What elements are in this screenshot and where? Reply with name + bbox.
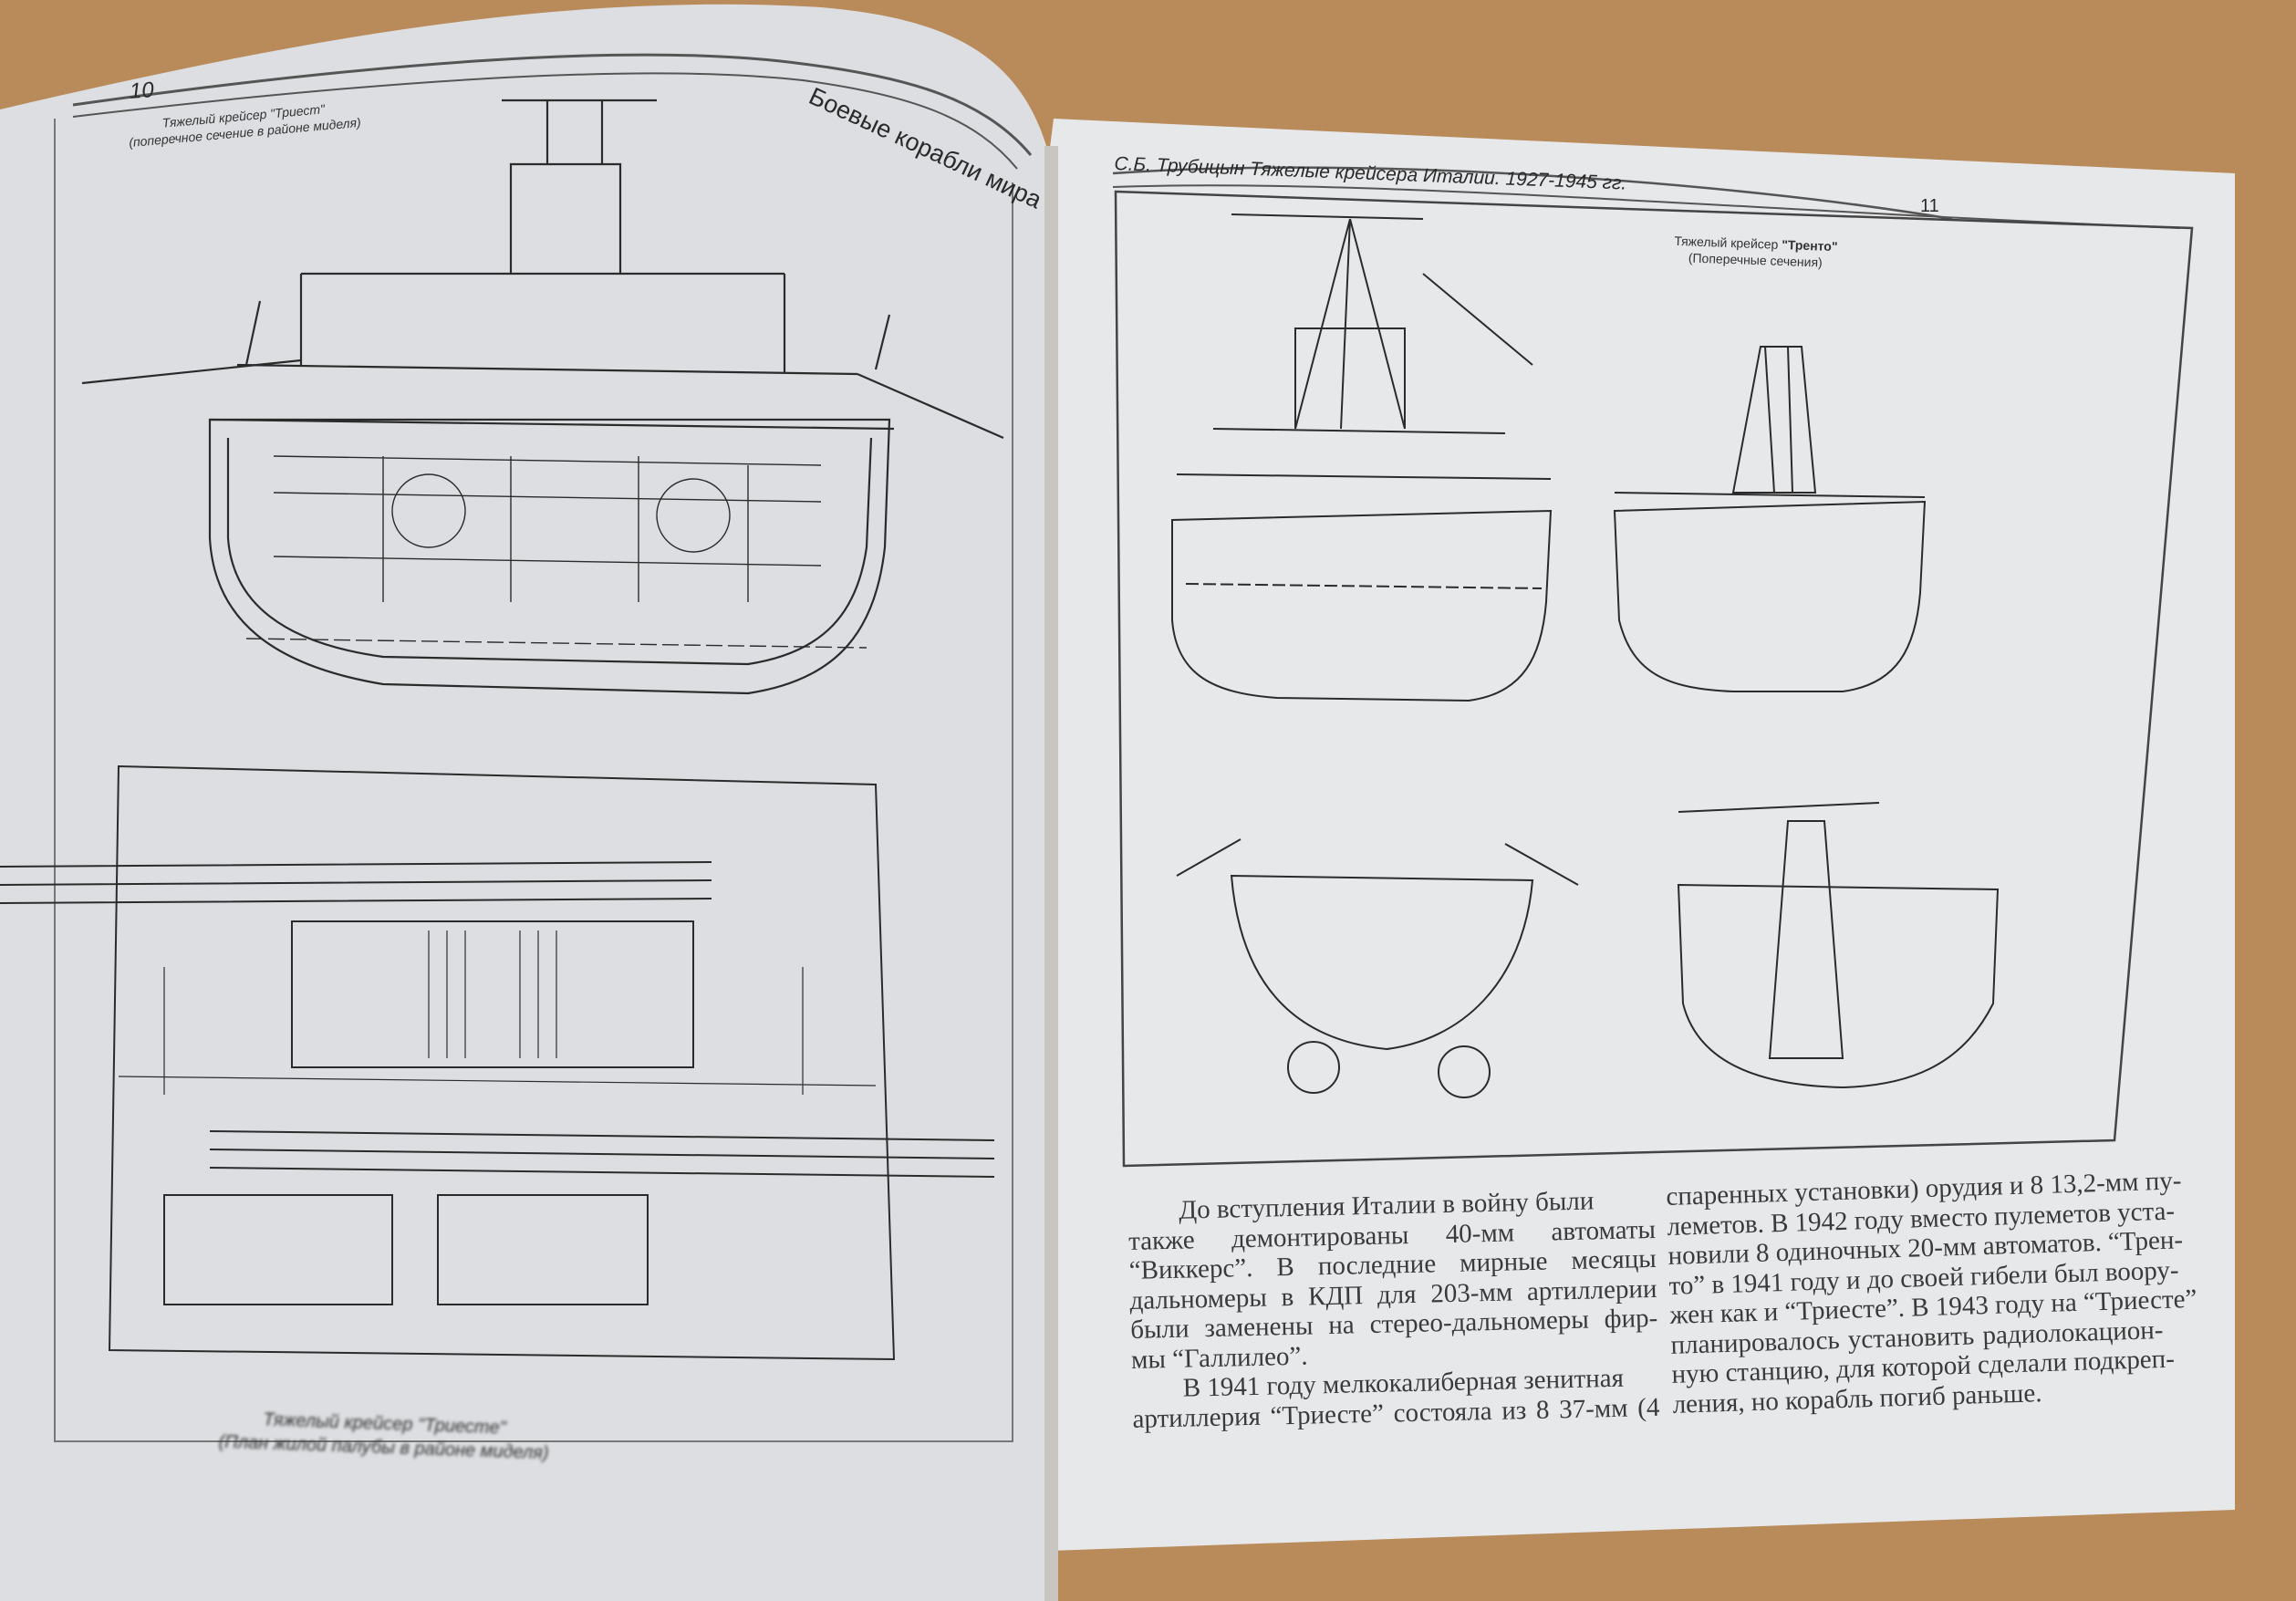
body-text-left-column: До вступления Италии в войну были также …: [1127, 1185, 1660, 1434]
right-page-number: 11: [1920, 196, 1939, 216]
trento-figure-caption: Тяжелый крейсер "Тренто" (Поперечные сеч…: [1673, 233, 1838, 271]
left-figure-frame: [54, 119, 1013, 1442]
left-page: [0, 4, 1049, 1601]
right-figure-frame: [1114, 190, 2194, 1168]
right-header-rule: [1112, 166, 1953, 221]
triest-cross-section-drawing: [81, 99, 1004, 695]
body-text-right-column: спаренных установки) орудия и 8 13,2-мм …: [1666, 1166, 2197, 1419]
trento-cross-sections-drawing: [1171, 213, 2000, 1098]
trento-caption-ship: "Тренто": [1781, 236, 1838, 255]
left-header-rule: [72, 53, 1033, 156]
left-header-rule-2: [72, 72, 1018, 170]
triest-deck-plan-drawing: [0, 764, 995, 1361]
right-header-rule-2: [1112, 184, 2181, 229]
binding-gutter: [1044, 146, 1058, 1601]
left-page-number: 10: [129, 78, 155, 104]
